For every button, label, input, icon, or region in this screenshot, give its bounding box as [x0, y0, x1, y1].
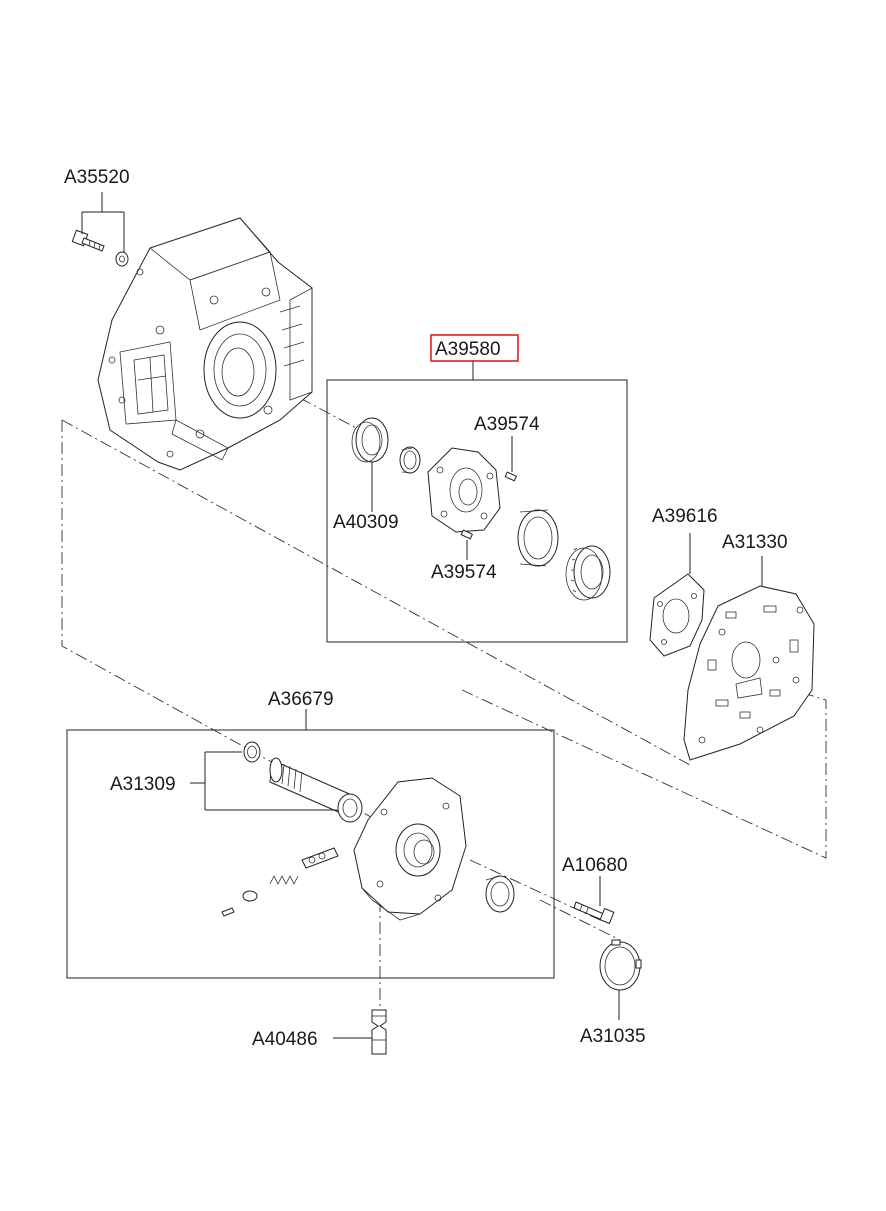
pump-bushing[interactable]	[485, 875, 515, 913]
label-a35520[interactable]: A35520	[64, 167, 130, 188]
label-a39580[interactable]: A39580	[435, 339, 501, 360]
label-a39574-bottom[interactable]: A39574	[431, 562, 497, 583]
pump-bolt[interactable]	[573, 901, 615, 925]
stator-shaft[interactable]	[269, 757, 363, 823]
separator-plate[interactable]	[683, 585, 815, 761]
label-a40309[interactable]: A40309	[333, 512, 399, 533]
highlight-a39580	[430, 334, 519, 362]
dowel-pin-top[interactable]	[504, 471, 518, 482]
outer-gear-ring[interactable]	[517, 509, 559, 567]
dowel-pin-bottom[interactable]	[460, 529, 474, 540]
case-washer[interactable]	[115, 251, 129, 267]
valve-plug[interactable]	[221, 890, 258, 917]
oil-pump-housing[interactable]	[353, 777, 467, 921]
regulator-valve[interactable]	[301, 847, 339, 869]
pump-body[interactable]	[427, 447, 501, 533]
group-box-a36679	[66, 729, 555, 979]
oil-seal[interactable]	[351, 417, 389, 463]
group-box-a39580	[326, 379, 628, 643]
label-a40486[interactable]: A40486	[252, 1029, 318, 1050]
seal-ring[interactable]	[243, 741, 261, 763]
bushing[interactable]	[399, 446, 421, 474]
snap-ring[interactable]	[599, 939, 642, 991]
label-a39616[interactable]: A39616	[652, 506, 718, 527]
valve-spring[interactable]	[269, 875, 299, 885]
leader-a35520	[81, 192, 125, 252]
oil-fitting[interactable]	[371, 1009, 387, 1055]
label-a31309[interactable]: A31309	[110, 774, 176, 795]
leader-a31309	[190, 751, 338, 811]
transmission-case[interactable]	[97, 217, 313, 471]
label-a36679[interactable]: A36679	[268, 689, 334, 710]
label-a31035[interactable]: A31035	[580, 1026, 646, 1047]
pump-gasket[interactable]	[649, 573, 705, 657]
label-a39574-top[interactable]: A39574	[474, 414, 540, 435]
label-a31330[interactable]: A31330	[722, 532, 788, 553]
label-a10680[interactable]: A10680	[562, 855, 628, 876]
case-bolt[interactable]	[71, 229, 105, 252]
inner-gear[interactable]	[565, 545, 611, 601]
